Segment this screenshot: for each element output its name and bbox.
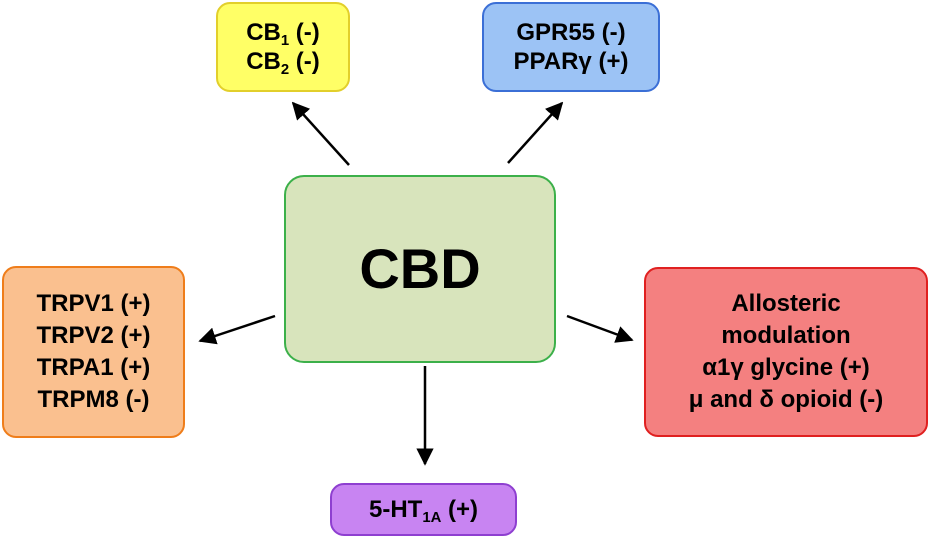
arrow-to-allosteric bbox=[566, 314, 634, 343]
arrow-to-gpr bbox=[507, 101, 564, 164]
trpm8-line: TRPM8 (-) bbox=[37, 386, 150, 414]
gpr-ppar-box: GPR55 (-) PPARγ (+) bbox=[482, 2, 660, 92]
cb-receptors-box: CB1 (-) CB2 (-) bbox=[216, 2, 350, 92]
cb2-line: CB2 (-) bbox=[246, 48, 320, 79]
cbd-center-box: CBD bbox=[284, 175, 556, 363]
allosteric-line: Allosteric bbox=[731, 289, 841, 317]
5ht1a-line: 5-HT1A (+) bbox=[368, 495, 479, 527]
arrow-to-trp bbox=[198, 314, 276, 345]
trpv2-line: TRPV2 (+) bbox=[36, 321, 151, 349]
5ht1a-box: 5-HT1A (+) bbox=[330, 483, 517, 536]
trp-channels-box: TRPV1 (+) TRPV2 (+) TRPA1 (+) TRPM8 (-) bbox=[2, 266, 185, 438]
ppar-gamma-line: PPARγ (+) bbox=[513, 48, 629, 75]
allosteric-modulation-box: Allosteric modulation α1γ glycine (+) μ … bbox=[644, 267, 928, 437]
trpv1-line: TRPV1 (+) bbox=[36, 289, 151, 317]
opioid-line: μ and δ opioid (-) bbox=[688, 386, 884, 414]
arrow-to-cb bbox=[291, 101, 350, 166]
modulation-line: modulation bbox=[721, 321, 851, 349]
cbd-label: CBD bbox=[359, 236, 481, 300]
gpr55-line: GPR55 (-) bbox=[516, 18, 626, 46]
trpa1-line: TRPA1 (+) bbox=[36, 354, 151, 381]
cb1-line: CB1 (-) bbox=[246, 18, 320, 49]
glycine-line: α1γ glycine (+) bbox=[702, 354, 870, 381]
